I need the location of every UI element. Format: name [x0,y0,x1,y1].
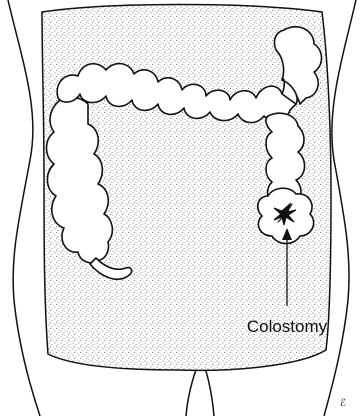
torso-left-side [8,0,40,416]
callout-label: Colostomy [247,317,328,336]
artist-signature: ℰ [340,398,346,409]
